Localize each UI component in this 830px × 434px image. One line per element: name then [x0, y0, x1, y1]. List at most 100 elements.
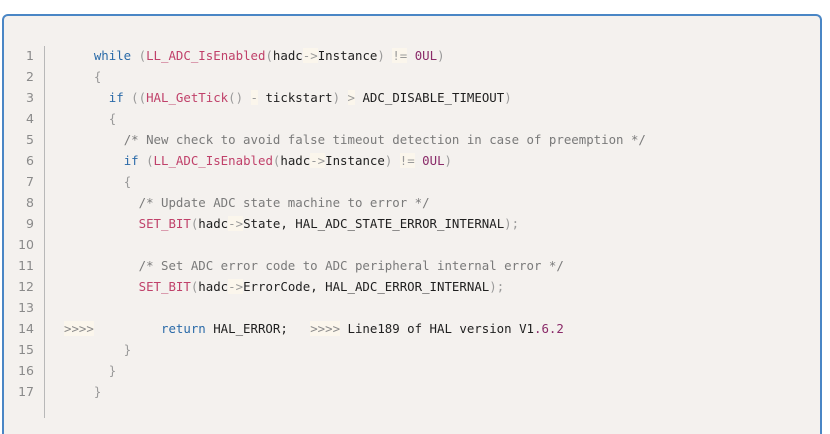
code-token: if: [123, 153, 139, 168]
code-token: ): [504, 90, 512, 105]
code-token: (: [146, 153, 154, 168]
code-token: (: [265, 48, 273, 63]
code-token: /* Set ADC error code to ADC peripheral …: [138, 258, 564, 273]
gutter-divider: [44, 46, 45, 418]
code-token: ->: [228, 216, 244, 231]
line-number: 9: [26, 216, 34, 231]
code-token: hadc: [198, 279, 229, 294]
code-token: (: [190, 279, 199, 294]
code-line: 17 }: [4, 381, 820, 402]
code-text: }: [64, 360, 116, 381]
code-token: 0UL: [414, 48, 438, 63]
line-number: 13: [18, 300, 34, 315]
code-token: Instance: [317, 48, 378, 63]
line-number: 17: [18, 384, 34, 399]
code-block: 1 while (LL_ADC_IsEnabled(hadc->Instance…: [2, 14, 822, 434]
line-number: 8: [26, 195, 34, 210]
code-token: [139, 153, 146, 168]
line-number: 12: [18, 279, 34, 294]
code-token: ): [384, 153, 393, 168]
code-line: 8 /* Update ADC state machine to error *…: [4, 192, 820, 213]
code-token: ErrorCode, HAL_ADC_ERROR_INTERNAL: [243, 279, 490, 294]
code-token: hadc: [272, 48, 303, 63]
code-line: 9 SET_BIT(hadc->State, HAL_ADC_STATE_ERR…: [4, 213, 820, 234]
code-text: {: [64, 66, 101, 87]
code-token: [94, 321, 161, 336]
code-line: 13: [4, 297, 820, 318]
code-token: ->: [228, 279, 244, 294]
code-token: /* New check to avoid false timeout dete…: [123, 132, 646, 147]
line-number: 4: [26, 111, 34, 126]
code-token: (: [138, 48, 147, 63]
line-number: 16: [18, 363, 34, 378]
code-token: SET_BIT: [138, 216, 191, 231]
code-token: -: [250, 90, 258, 105]
code-token: [243, 90, 250, 105]
code-line: 6 if (LL_ADC_IsEnabled(hadc->Instance) !…: [4, 150, 820, 171]
code-text: /* Set ADC error code to ADC peripheral …: [64, 255, 564, 276]
code-token: HAL_GetTick: [146, 90, 229, 105]
code-token: [131, 48, 138, 63]
code-token: .6.2: [534, 321, 564, 336]
code-text: SET_BIT(hadc->State, HAL_ADC_STATE_ERROR…: [64, 213, 519, 234]
line-number: 14: [18, 321, 34, 336]
line-number: 2: [26, 69, 34, 84]
code-token: [340, 90, 347, 105]
code-lines: 1 while (LL_ADC_IsEnabled(hadc->Instance…: [4, 45, 820, 402]
code-text: {: [64, 171, 131, 192]
code-token: );: [504, 216, 520, 231]
marker-arrows: >>>>: [310, 321, 341, 336]
code-token: }: [93, 384, 102, 399]
code-line: 1 while (LL_ADC_IsEnabled(hadc->Instance…: [4, 45, 820, 66]
code-token: Instance: [325, 153, 385, 168]
code-token: ((: [131, 90, 147, 105]
code-token: ): [332, 90, 341, 105]
line-number: 10: [18, 237, 34, 252]
line-number: 1: [26, 48, 34, 63]
code-token: );: [489, 279, 505, 294]
code-text: while (LL_ADC_IsEnabled(hadc->Instance) …: [64, 45, 445, 66]
code-token: [407, 48, 414, 63]
code-text: {: [64, 108, 116, 129]
line-number: 3: [26, 90, 34, 105]
code-token: ->: [302, 48, 318, 63]
code-text: if (LL_ADC_IsEnabled(hadc->Instance) != …: [64, 150, 452, 171]
code-token: return: [160, 321, 206, 336]
code-token: ): [377, 48, 385, 63]
code-text: SET_BIT(hadc->ErrorCode, HAL_ADC_ERROR_I…: [64, 276, 504, 297]
code-text: /* New check to avoid false timeout dete…: [64, 129, 646, 150]
code-token: LL_ADC_IsEnabled: [153, 153, 273, 168]
code-token: (: [272, 153, 281, 168]
code-token: >: [347, 90, 356, 105]
code-token: 0UL: [422, 153, 445, 168]
line-number: 7: [26, 174, 34, 189]
code-line: 14>>>> return HAL_ERROR; >>>> Line189 of…: [4, 318, 820, 339]
marker-arrows: >>>>: [64, 321, 94, 336]
code-token: ->: [310, 153, 326, 168]
line-number: 5: [26, 132, 34, 147]
code-token: if: [108, 90, 124, 105]
code-line: 7 {: [4, 171, 820, 192]
code-token: }: [123, 342, 132, 357]
code-line: 16 }: [4, 360, 820, 381]
code-line: 10: [4, 234, 820, 255]
code-line: 5 /* New check to avoid false timeout de…: [4, 129, 820, 150]
code-token: [392, 153, 399, 168]
code-token: SET_BIT: [138, 279, 191, 294]
line-number: 15: [18, 342, 34, 357]
code-token: State, HAL_ADC_STATE_ERROR_INTERNAL: [243, 216, 505, 231]
code-token: (): [228, 90, 244, 105]
code-token: tickstart: [258, 90, 333, 105]
code-token: hadc: [280, 153, 311, 168]
code-token: ADC_DISABLE_TIMEOUT: [355, 90, 505, 105]
code-token: {: [93, 69, 102, 84]
code-token: {: [108, 111, 117, 126]
code-token: HAL_ERROR;: [205, 321, 311, 336]
code-token: ): [437, 48, 445, 63]
code-text: /* Update ADC state machine to error */: [64, 192, 430, 213]
code-line: 12 SET_BIT(hadc->ErrorCode, HAL_ADC_ERRO…: [4, 276, 820, 297]
code-text: }: [64, 381, 101, 402]
code-text: }: [64, 339, 131, 360]
code-line: 2 {: [4, 66, 820, 87]
line-number: 6: [26, 153, 34, 168]
